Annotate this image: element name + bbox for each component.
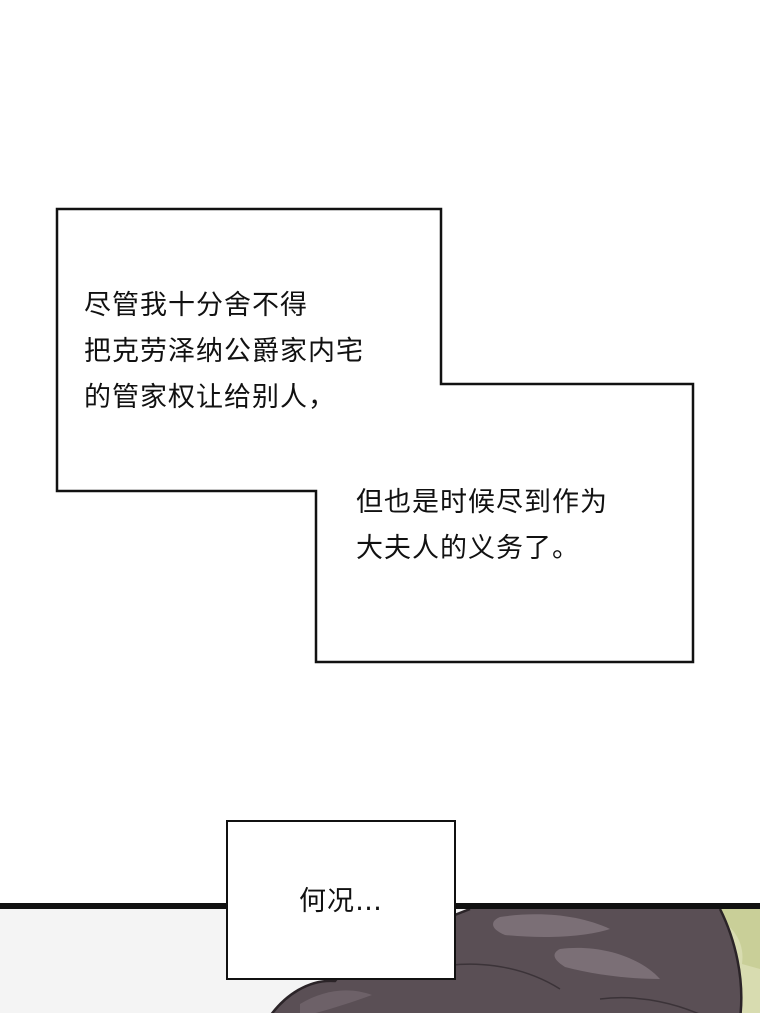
caption-first-part: 尽管我十分舍不得 把克劳泽纳公爵家内宅 的管家权让给别人，	[84, 283, 364, 421]
narration-box-frame	[55, 207, 695, 664]
narration-box: 尽管我十分舍不得 把克劳泽纳公爵家内宅 的管家权让给别人， 但也是时候尽到作为 …	[55, 207, 695, 664]
caption-line: 但也是时候尽到作为	[356, 487, 608, 518]
caption-line: 尽管我十分舍不得	[84, 290, 308, 321]
caption-line: 把克劳泽纳公爵家内宅	[84, 336, 364, 367]
caption-line: 的管家权让给别人，	[84, 382, 336, 413]
caption-second-part: 但也是时候尽到作为 大夫人的义务了。	[356, 480, 608, 572]
caption-line: 大夫人的义务了。	[356, 533, 580, 564]
small-caption-text: 何况…	[299, 886, 383, 917]
small-caption-box: 何况…	[226, 820, 456, 980]
